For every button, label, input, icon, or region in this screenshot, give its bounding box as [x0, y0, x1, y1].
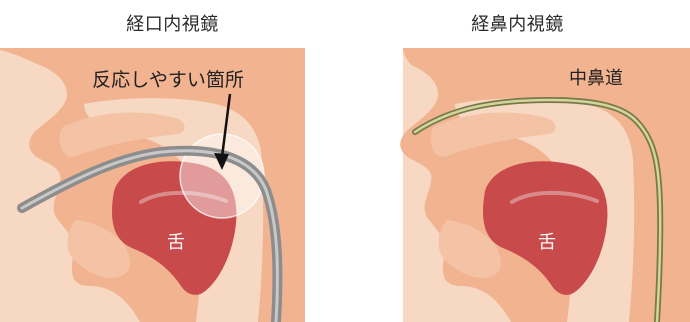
oral-cross-section-illustration: 舌 反応しやすい箇所 [0, 0, 345, 322]
nasal-cross-section-illustration: 舌 中鼻道 [345, 0, 690, 322]
middle-nasal-meatus-label: 中鼻道 [569, 68, 623, 89]
nasal-tongue-label: 舌 [538, 232, 556, 253]
nasal-endoscopy-panel: 経鼻内視鏡 舌 中鼻道 [345, 0, 690, 322]
oral-endoscopy-panel: 経口内視鏡 舌 反応しやすい箇所 [0, 0, 345, 322]
sensitive-area-callout: 反応しやすい箇所 [92, 69, 244, 91]
oral-tongue-label: 舌 [167, 232, 185, 253]
